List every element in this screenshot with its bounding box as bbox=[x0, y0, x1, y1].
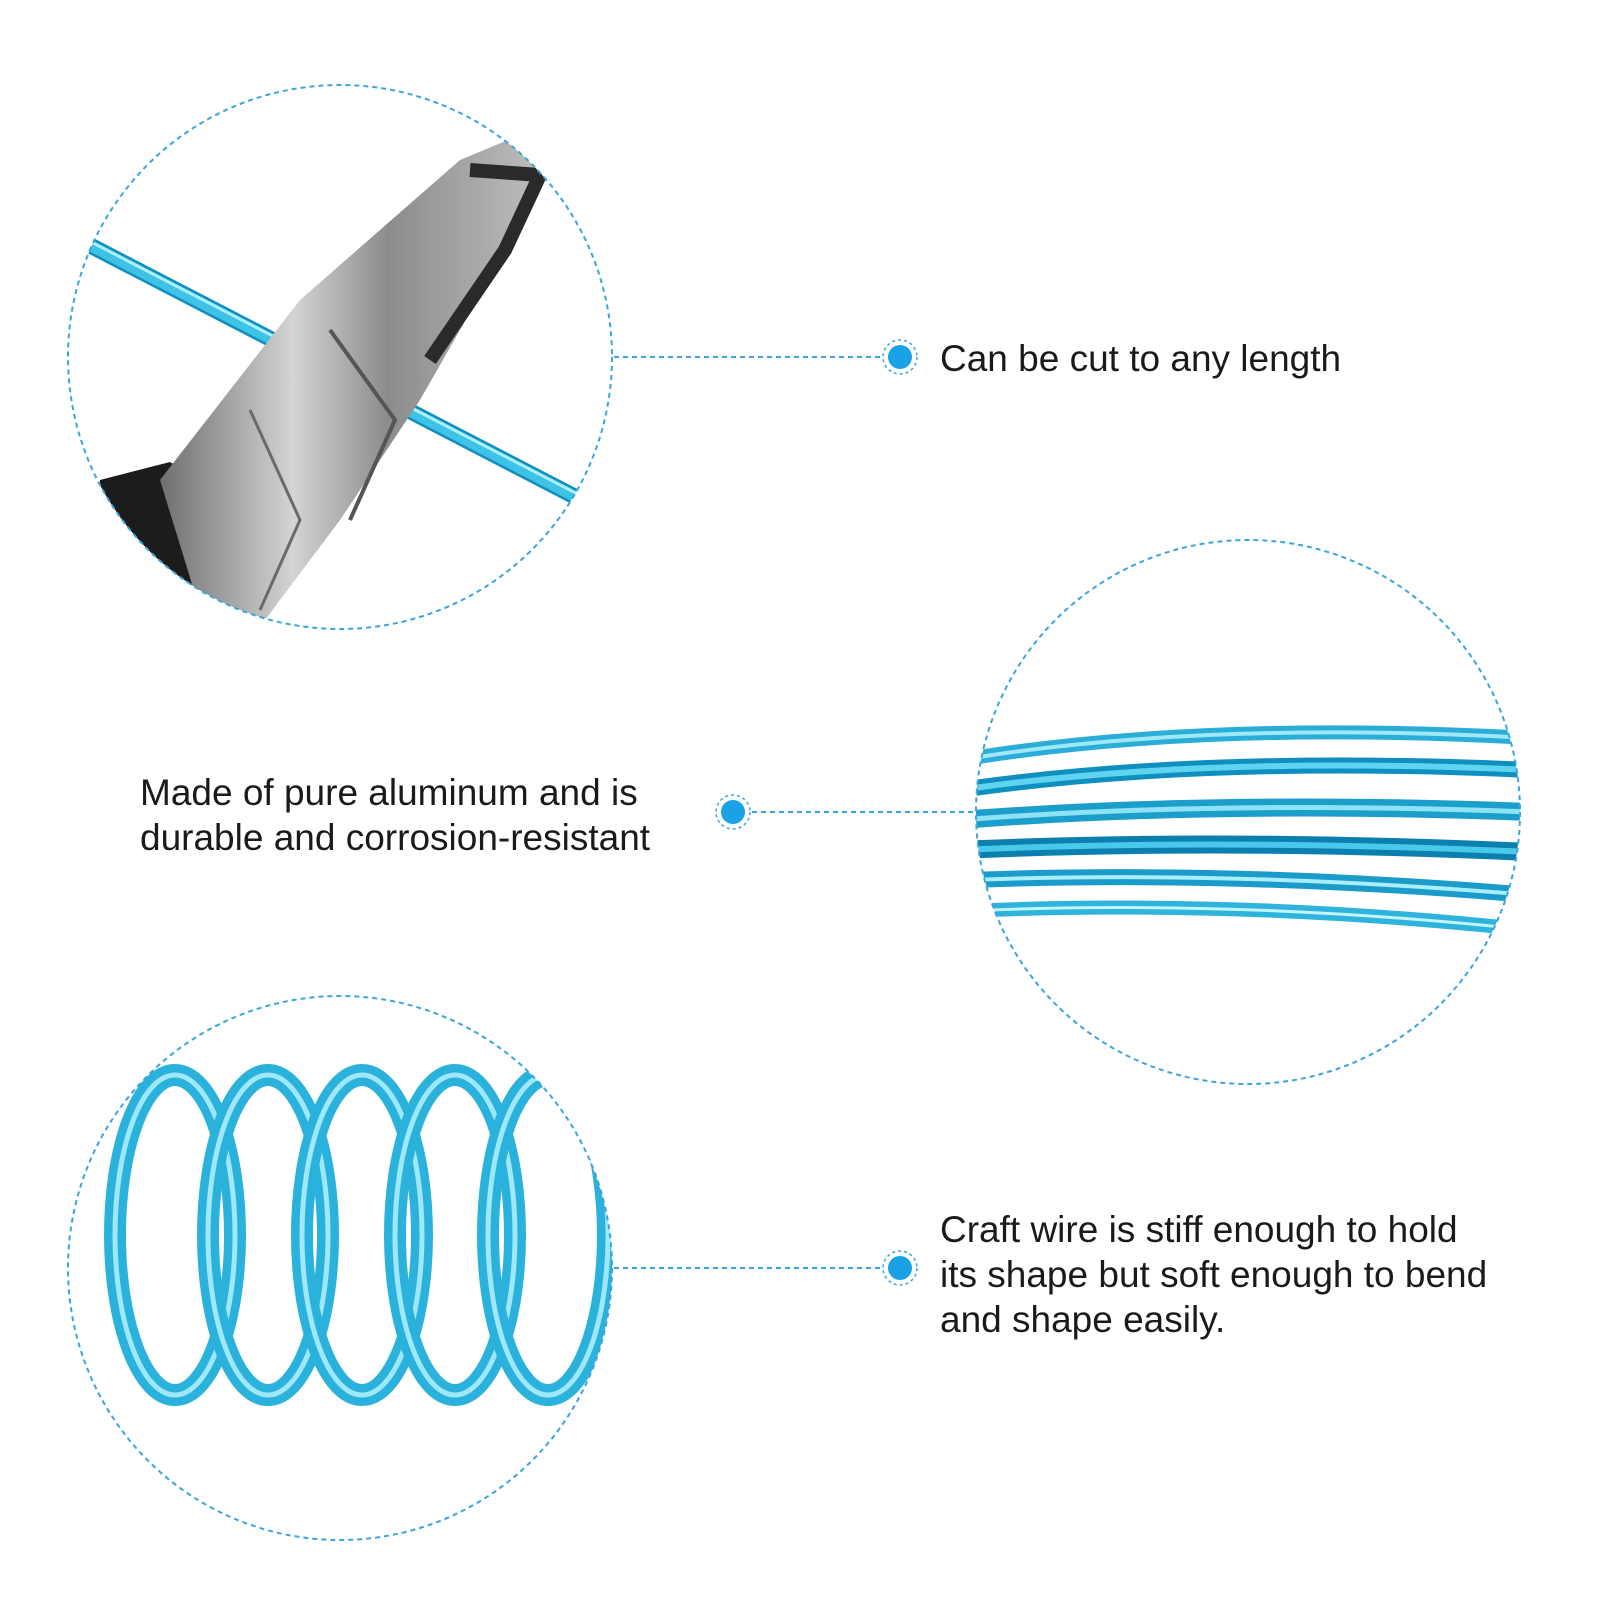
wire-spring-coil-image bbox=[67, 995, 613, 1541]
bullet-dot-icon bbox=[882, 1250, 918, 1286]
connector-material bbox=[715, 794, 976, 830]
connector-stiff bbox=[614, 1250, 918, 1286]
caption-line: Made of pure aluminum and is bbox=[140, 772, 638, 813]
pliers-cutting-wire-image bbox=[67, 84, 613, 630]
connector-cut bbox=[614, 339, 918, 375]
caption-line: Craft wire is stiff enough to hold bbox=[940, 1209, 1458, 1250]
circle-border-1 bbox=[67, 84, 613, 630]
feature-caption-cut: Can be cut to any length bbox=[940, 336, 1341, 381]
wire-coil-closeup-image bbox=[975, 539, 1521, 1085]
feature-caption-material: Made of pure aluminum and is durable and… bbox=[140, 770, 650, 860]
feature-caption-stiff: Craft wire is stiff enough to hold its s… bbox=[940, 1207, 1487, 1342]
bullet-dot-icon bbox=[715, 794, 751, 830]
caption-line: its shape but soft enough to bend bbox=[940, 1254, 1488, 1295]
caption-line: durable and corrosion-resistant bbox=[140, 817, 651, 858]
caption-line: and shape easily. bbox=[940, 1299, 1226, 1340]
caption-line: Can be cut to any length bbox=[940, 338, 1342, 379]
circle-border-2 bbox=[975, 539, 1521, 1085]
circle-border-3 bbox=[67, 995, 613, 1541]
bullet-dot-icon bbox=[882, 339, 918, 375]
